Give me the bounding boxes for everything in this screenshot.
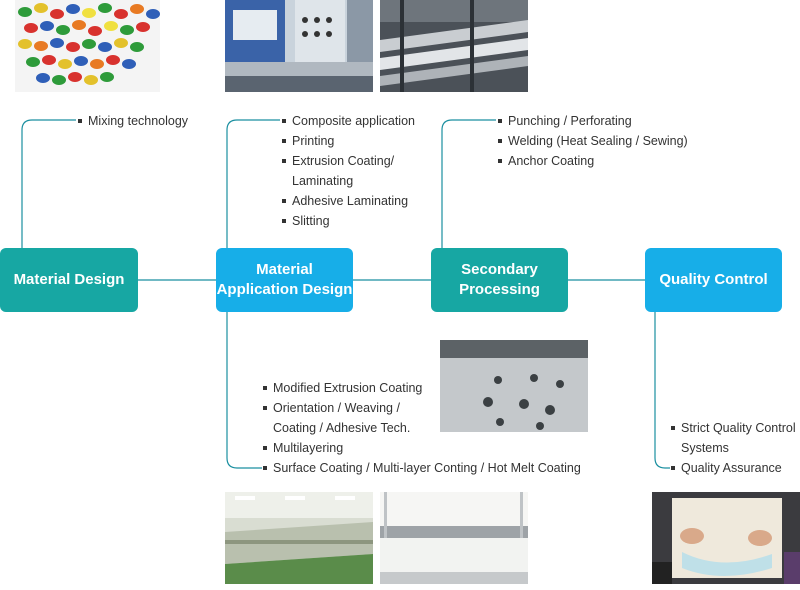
secondary-processing-label-line1: Secondary [461, 261, 538, 278]
list-item: Multilayering [263, 438, 581, 458]
list-item: Modified Extrusion Coating [263, 378, 581, 398]
list-item: Quality Assurance [671, 458, 796, 478]
material-application-design-box: Material Application Design [216, 248, 353, 312]
perforated-film-photo [440, 340, 588, 432]
list-item: Welding (Heat Sealing / Sewing) [498, 131, 688, 151]
list-item: Punching / Perforating [498, 111, 688, 131]
list-item: Extrusion Coating/Laminating [282, 151, 415, 191]
list-item: Printing [282, 131, 415, 151]
factory-hall-photo [225, 492, 373, 584]
material-application-label-line1: Material [256, 261, 313, 278]
list-item: Composite application [282, 111, 415, 131]
mixing-list: Mixing technology [78, 111, 188, 131]
quality-control-box: Quality Control [645, 248, 782, 312]
list-item: Surface Coating / Multi-layer Conting / … [263, 458, 581, 478]
list-item: Mixing technology [78, 111, 188, 131]
fabric-inspection-photo [652, 492, 800, 584]
list-item-text: Laminating [292, 174, 354, 188]
application-list: Composite application Printing Extrusion… [282, 111, 415, 231]
list-item: Orientation / Weaving / Coating / Adhesiv… [263, 398, 581, 438]
printing-machine-photo [225, 0, 373, 92]
quality-control-label: Quality Control [659, 271, 768, 288]
plastic-pellets-photo [15, 0, 160, 92]
list-item-text: Systems [681, 441, 729, 455]
secondary-processing-box: Secondary Processing [431, 248, 568, 312]
material-application-label-line2: Application Design [216, 281, 353, 298]
secondary-processing-label-line2: Processing [459, 281, 540, 298]
material-design-box: Material Design [0, 248, 138, 312]
list-item-text: Extrusion Coating/ [292, 154, 395, 168]
extrusion-list: Modified Extrusion Coating Orientation /… [263, 378, 581, 478]
list-item: Anchor Coating [498, 151, 688, 171]
list-item: Slitting [282, 211, 415, 231]
laminating-rollers-photo [380, 0, 528, 92]
weaving-machine-photo [380, 492, 528, 584]
list-item: Adhesive Laminating [282, 191, 415, 211]
material-design-label: Material Design [13, 271, 125, 288]
list-item-text: Orientation / Weaving / [273, 401, 400, 415]
processing-list: Punching / Perforating Welding (Heat Sea… [498, 111, 688, 171]
list-item-text: Strict Quality Control [681, 421, 796, 435]
list-item-text: Coating / Adhesive Tech. [273, 421, 411, 435]
